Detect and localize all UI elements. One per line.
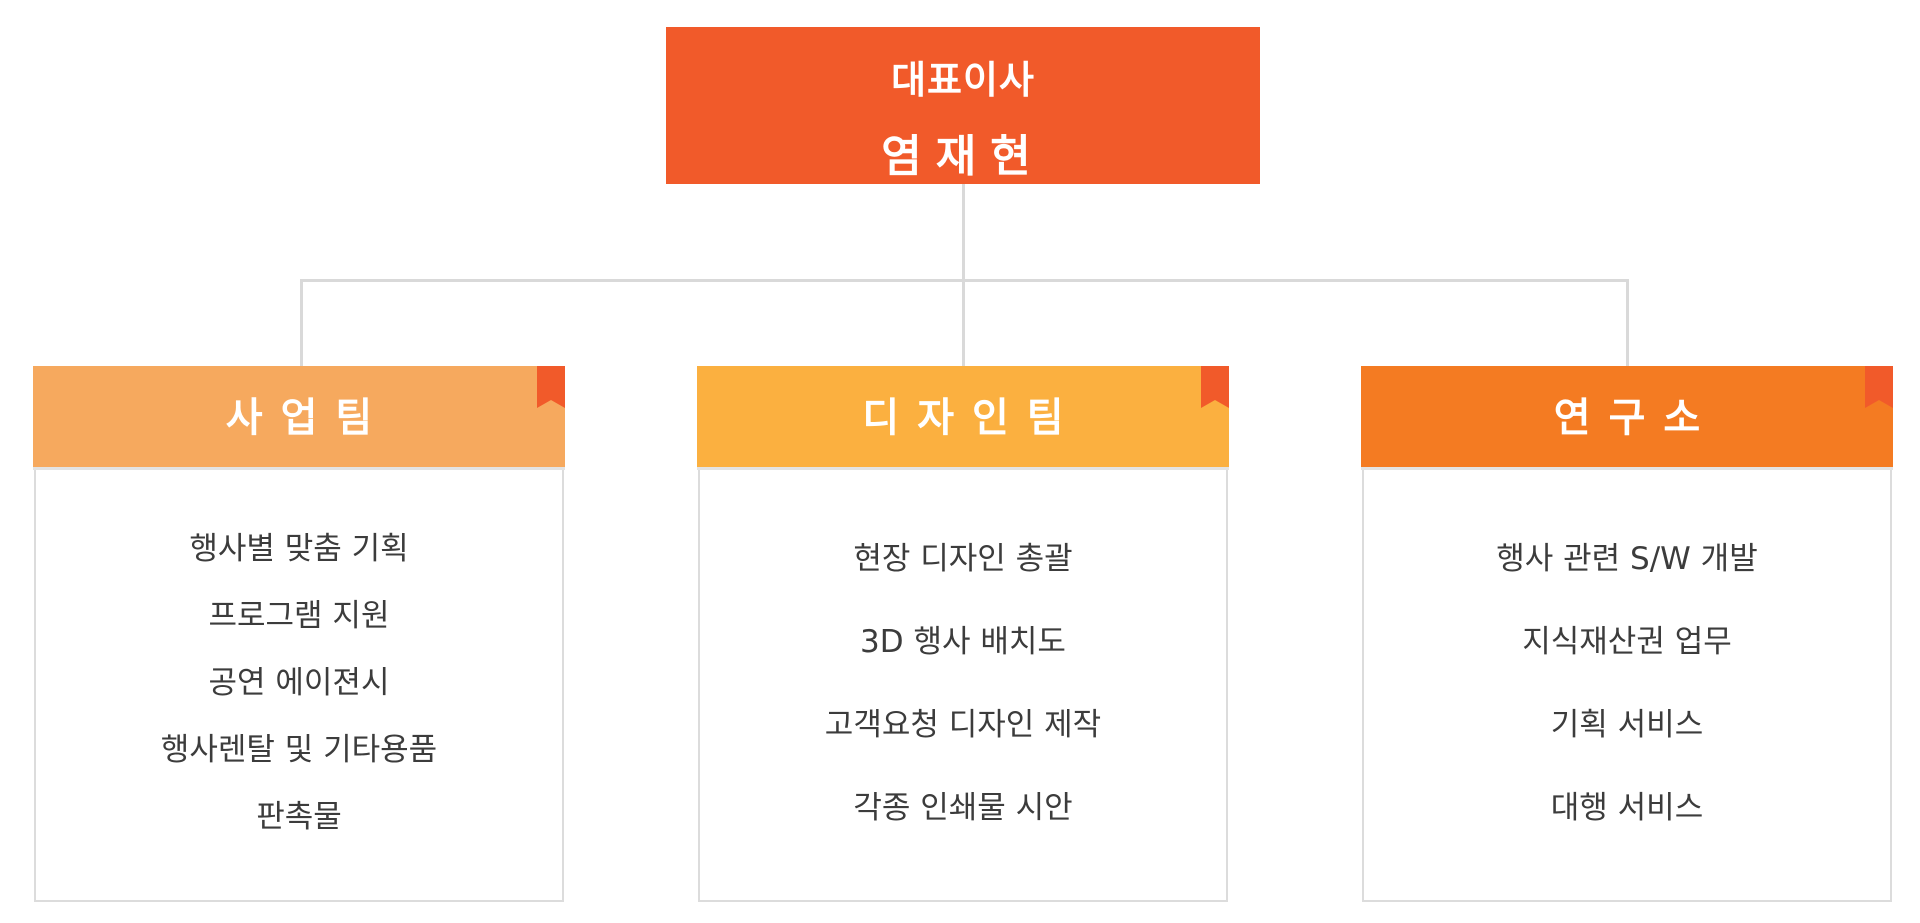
- ceo-name: 염재현: [881, 131, 1045, 182]
- team-item: 기획 서비스: [1550, 707, 1704, 743]
- team-2-connector: [962, 279, 965, 367]
- team-item: 행사 관련 S/W 개발: [1496, 541, 1758, 577]
- team-body: 행사 관련 S/W 개발 지식재산권 업무 기획 서비스 대행 서비스: [1362, 470, 1892, 902]
- bookmark-icon: [1201, 366, 1229, 408]
- team-card-research: 연구소 행사 관련 S/W 개발 지식재산권 업무 기획 서비스 대행 서비스: [1361, 366, 1893, 903]
- team-item: 행사렌탈 및 기타용품: [160, 732, 438, 768]
- team-item: 대행 서비스: [1550, 790, 1704, 826]
- ceo-down-connector: [962, 184, 965, 282]
- team-name: 디자인팀: [862, 395, 1082, 441]
- team-item: 현장 디자인 총괄: [853, 541, 1073, 577]
- team-item: 공연 에이젼시: [208, 665, 390, 701]
- team-3-connector: [1626, 279, 1629, 367]
- team-1-connector: [300, 279, 303, 367]
- bookmark-icon: [1865, 366, 1893, 408]
- team-header: 연구소: [1361, 366, 1893, 470]
- ceo-box: 대표이사 염재현: [666, 27, 1260, 184]
- team-item: 행사별 맞춤 기획: [189, 531, 409, 567]
- team-item: 3D 행사 배치도: [860, 624, 1066, 660]
- team-header: 디자인팀: [697, 366, 1229, 470]
- team-body: 현장 디자인 총괄 3D 행사 배치도 고객요청 디자인 제작 각종 인쇄물 시…: [698, 470, 1228, 902]
- team-name: 연구소: [1553, 395, 1719, 441]
- team-item: 각종 인쇄물 시안: [853, 790, 1073, 826]
- team-item: 판촉물: [256, 799, 342, 835]
- team-body: 행사별 맞춤 기획 프로그램 지원 공연 에이젼시 행사렌탈 및 기타용품 판촉…: [34, 470, 564, 902]
- team-header: 사업팀: [33, 366, 565, 470]
- team-item: 고객요청 디자인 제작: [824, 707, 1102, 743]
- team-card-business: 사업팀 행사별 맞춤 기획 프로그램 지원 공연 에이젼시 행사렌탈 및 기타용…: [33, 366, 565, 903]
- team-name: 사업팀: [225, 395, 391, 441]
- team-item: 프로그램 지원: [208, 598, 390, 634]
- ceo-title: 대표이사: [891, 58, 1035, 102]
- team-item: 지식재산권 업무: [1522, 624, 1732, 660]
- bookmark-icon: [537, 366, 565, 408]
- team-card-design: 디자인팀 현장 디자인 총괄 3D 행사 배치도 고객요청 디자인 제작 각종 …: [697, 366, 1229, 903]
